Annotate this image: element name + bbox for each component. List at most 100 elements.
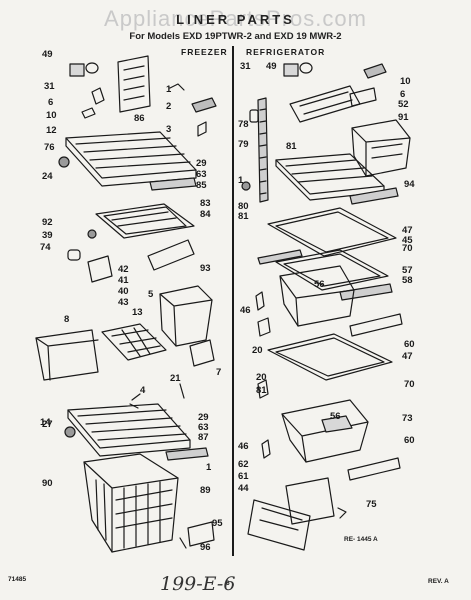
- part-number-label: 27: [42, 419, 53, 430]
- freezer-tray: [95, 203, 195, 239]
- part-number-label: 12: [46, 125, 57, 136]
- part-number-label: 70: [404, 379, 415, 390]
- part-number-label: 49: [266, 61, 277, 72]
- refrigerator-trim-60b: [347, 457, 401, 481]
- freezer-light-socket: [69, 62, 99, 77]
- part-number-label: 46: [238, 441, 249, 452]
- freezer-clip: [91, 87, 105, 105]
- part-number-label: 52: [398, 99, 409, 110]
- part-number-label: 84: [200, 209, 211, 220]
- part-number-label: 86: [134, 113, 145, 124]
- footer-reference: 71485: [8, 576, 27, 583]
- part-number-label: 92: [42, 217, 53, 228]
- freezer-storage-bin: [35, 329, 99, 381]
- part-number-label: 96: [200, 542, 211, 553]
- freezer-shelf-stud: [58, 156, 70, 168]
- part-number-label: 20: [256, 372, 267, 383]
- part-number-label: 74: [40, 242, 51, 253]
- freezer-lower-shelf: [67, 403, 191, 457]
- part-number-label: 6: [400, 89, 406, 100]
- part-number-label: 76: [44, 142, 55, 153]
- part-number-label: 45: [402, 235, 413, 246]
- refrigerator-shelf-rail: [257, 249, 303, 265]
- freezer-screw-96: [179, 537, 187, 549]
- part-number-label: 49: [42, 49, 53, 60]
- part-number-label: 58: [402, 275, 413, 286]
- part-number-label: 79: [238, 139, 249, 150]
- part-number-label: 46: [240, 305, 251, 316]
- part-number-label: 29: [196, 158, 207, 169]
- part-number-label: 91: [398, 112, 409, 123]
- refrigerator-crisper-pan: [279, 265, 355, 327]
- refrigerator-bracket-46b: [261, 439, 271, 459]
- part-number-label: 63: [196, 169, 207, 180]
- refrigerator-rail-57: [339, 283, 393, 301]
- freezer-wire-basket: [83, 453, 179, 553]
- revision: REV. A: [428, 578, 449, 585]
- drawing-code: RE- 1445 A: [344, 536, 378, 543]
- refrigerator-bracket-46: [255, 291, 265, 311]
- part-number-label: 1: [238, 175, 244, 186]
- freezer-rail-87: [165, 447, 209, 461]
- part-number-label: 2: [166, 101, 172, 112]
- freezer-ice-bin: [159, 285, 213, 347]
- part-number-label: 3: [166, 124, 172, 135]
- section-divider: [232, 46, 234, 556]
- part-number-label: 89: [200, 485, 211, 496]
- refrigerator-panel-61: [247, 499, 311, 551]
- part-number-label: 42: [118, 264, 129, 275]
- part-number-label: 10: [46, 110, 57, 121]
- part-number-label: 93: [200, 263, 211, 274]
- refrigerator-light-shield: [289, 85, 361, 123]
- part-number-label: 83: [200, 198, 211, 209]
- part-number-label: 13: [132, 307, 143, 318]
- part-number-label: 8: [64, 314, 70, 325]
- freezer-upper-shelf: [65, 131, 197, 187]
- refrigerator-switch-10: [363, 63, 387, 79]
- part-number-label: 85: [196, 180, 207, 191]
- refrigerator-screw-80: [241, 181, 251, 191]
- freezer-screw-39: [87, 229, 97, 239]
- freezer-part-3: [197, 121, 207, 137]
- part-number-label: 47: [402, 351, 413, 362]
- part-number-label: 63: [198, 422, 209, 433]
- freezer-stud-27: [64, 426, 76, 438]
- part-number-label: 60: [404, 339, 415, 350]
- section-label-freezer: FREEZER: [181, 47, 228, 57]
- part-number-label: 24: [42, 171, 53, 182]
- page-number: 6: [226, 580, 230, 587]
- refrigerator-bracket-20: [257, 317, 271, 337]
- watermark: AppliancePartsPros.com: [104, 6, 367, 31]
- freezer-latch-parts: [87, 255, 113, 283]
- refrigerator-panel-62: [285, 477, 335, 525]
- part-number-label: 73: [402, 413, 413, 424]
- part-number-label: 7: [216, 367, 222, 378]
- part-number-label: 95: [212, 518, 223, 529]
- part-number-label: 47: [402, 225, 413, 236]
- freezer-trim-93: [147, 239, 195, 271]
- part-number-label: 81: [256, 385, 267, 396]
- part-number-label: 39: [42, 230, 53, 241]
- part-number-label: 4: [140, 385, 146, 396]
- refrigerator-part-52: [349, 87, 377, 107]
- part-number-label: 10: [400, 76, 411, 87]
- freezer-trim-7: [189, 339, 215, 367]
- part-number-label: 1: [206, 462, 212, 473]
- part-number-label: 31: [44, 81, 55, 92]
- section-label-refrigerator: REFRIGERATOR: [246, 47, 326, 57]
- diagram-title: LINER PARTS: [176, 12, 295, 27]
- freezer-light-shield: [117, 55, 151, 113]
- part-number-label: 62: [238, 459, 249, 470]
- part-number-label: 21: [170, 373, 181, 384]
- refrigerator-lower-crisper: [281, 399, 369, 463]
- part-number-label: 29: [198, 412, 209, 423]
- refrigerator-cap-78: [249, 109, 259, 123]
- part-number-label: 70: [402, 243, 413, 254]
- freezer-ice-cube-tray: [101, 323, 167, 361]
- freezer-trim-95: [187, 521, 215, 547]
- part-number-label: 81: [238, 211, 249, 222]
- handwritten-note: 199-E-6: [160, 573, 236, 595]
- refrigerator-bracket-lower: [257, 379, 269, 399]
